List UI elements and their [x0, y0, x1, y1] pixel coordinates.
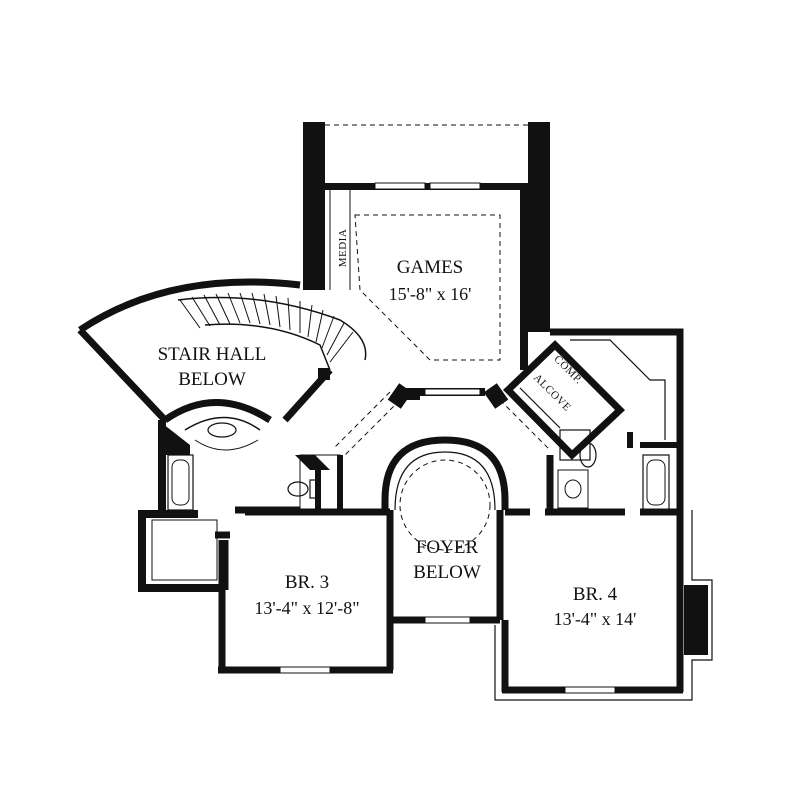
stair-hall [77, 278, 367, 451]
stair-hall-below-label: BELOW [178, 369, 246, 390]
br3-label: BR. 3 [285, 572, 329, 593]
left-bath [138, 420, 343, 592]
games-room [329, 190, 528, 370]
foyer-below [381, 436, 509, 624]
top-balcony [303, 122, 550, 332]
games-label: GAMES [397, 257, 464, 278]
foyer-below-label: BELOW [413, 562, 481, 583]
bedroom-4 [494, 508, 713, 701]
foyer-label: FOYER [416, 537, 479, 558]
comp-alcove [503, 340, 626, 460]
right-bath [546, 328, 684, 511]
games-size: 15'-8" x 16' [389, 284, 472, 304]
room-labels: GAMES 15'-8" x 16' MEDIA STAIR HALL BELO… [158, 229, 637, 629]
alcove-label: ALCOVE [531, 372, 573, 414]
br4-size: 13'-4" x 14' [554, 609, 637, 629]
stair-hall-label: STAIR HALL [158, 344, 267, 365]
media-label: MEDIA [337, 229, 349, 268]
bedroom-3 [218, 508, 394, 674]
br3-size: 13'-4" x 12'-8" [254, 598, 359, 618]
br4-label: BR. 4 [573, 584, 618, 605]
central-hall [334, 383, 561, 456]
